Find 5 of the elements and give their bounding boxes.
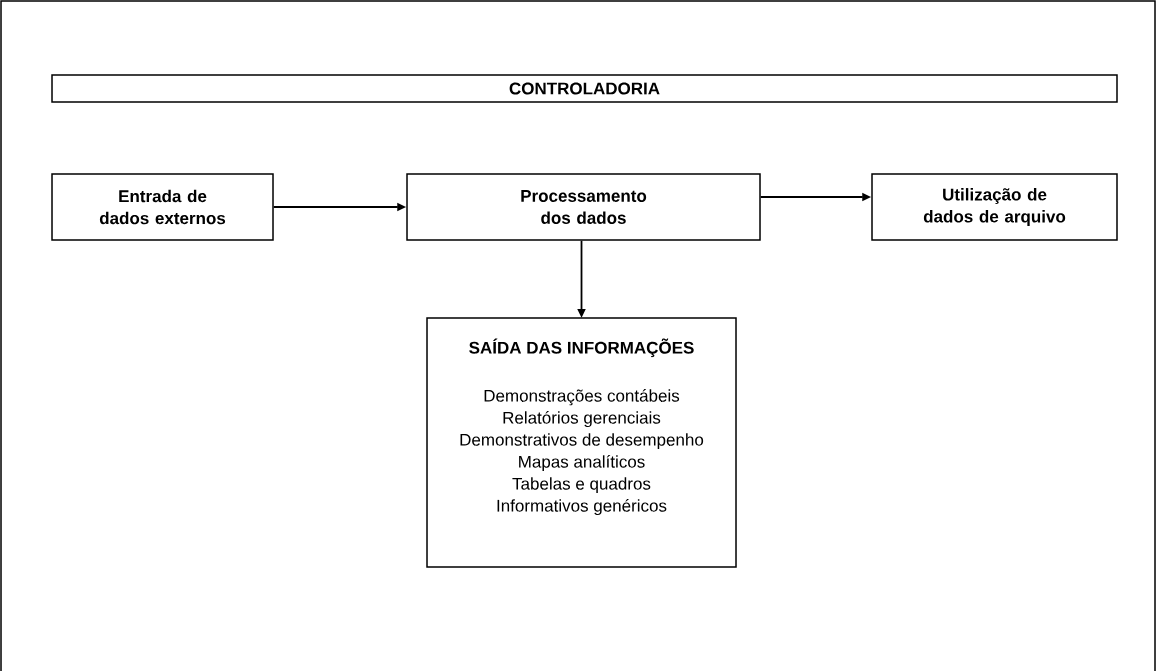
process-box: Processamento dos dados (406, 173, 761, 241)
title-bar: CONTROLADORIA (51, 74, 1118, 103)
process-box: Entrada de dados externos (51, 173, 274, 241)
output-box: SAÍDA DAS INFORMAÇÕES Demonstrações contábeis Relatórios gerenciais Demonstrativos de desempenho Mapas analíticos Tabelas e quadros Informativos genéricos (426, 317, 737, 568)
process-box: Utilização de dados de arquivo (871, 173, 1118, 241)
